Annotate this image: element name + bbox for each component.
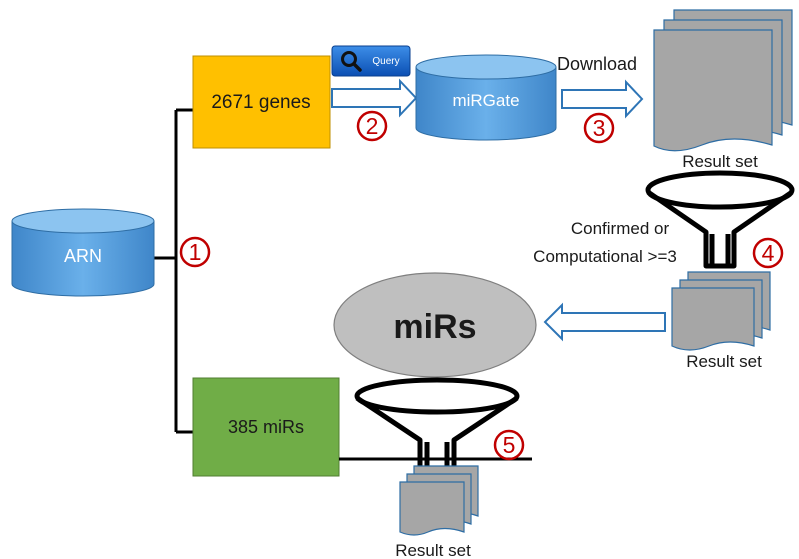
step-4-number: 4 <box>762 240 775 266</box>
download-label: Download <box>557 54 637 74</box>
connector-tree <box>154 108 193 434</box>
step-3-marker: 3 <box>583 112 615 144</box>
filter-label-line-1: Confirmed or <box>571 219 670 238</box>
step-4-marker: 4 <box>752 237 784 269</box>
arrow-mirgate-to-results <box>561 79 644 119</box>
step-5-marker: 5 <box>493 429 525 461</box>
step-2-marker: 2 <box>356 110 388 142</box>
step-1-number: 1 <box>189 239 202 265</box>
funnel-bottom <box>354 377 520 479</box>
result-set-bottom-docs <box>399 465 479 536</box>
mirs-label: miRs <box>393 308 476 346</box>
mirs-385-box: 385 miRs <box>192 377 340 477</box>
arrow-genes-to-mirgate <box>331 78 418 118</box>
funnel-top <box>645 170 795 269</box>
result-set-mid-label: Result set <box>686 352 762 371</box>
arrow-results-to-mirs <box>543 302 666 342</box>
arn-label: ARN <box>64 246 102 266</box>
mirgate-database: miRGate <box>415 54 557 141</box>
result-set-top-label: Result set <box>682 152 758 171</box>
query-label: Query <box>372 56 399 67</box>
genes-label: 2671 genes <box>211 92 310 113</box>
step-3-number: 3 <box>593 115 606 141</box>
mirs-385-label: 385 miRs <box>228 417 304 437</box>
filter-label-line-2: Computational >=3 <box>533 247 677 266</box>
step-2-number: 2 <box>366 113 379 139</box>
result-set-top-docs <box>653 9 793 152</box>
result-set-bottom-label: Result set <box>395 541 471 559</box>
step-5-number: 5 <box>503 432 516 458</box>
result-set-mid-docs <box>671 271 771 351</box>
mirs-result-node: miRs <box>333 272 537 378</box>
search-icon <box>341 51 362 72</box>
mirgate-label: miRGate <box>452 91 519 110</box>
arn-database: ARN <box>11 208 155 297</box>
query-button[interactable]: Query <box>331 45 411 77</box>
genes-box: 2671 genes <box>192 55 331 149</box>
step-1-marker: 1 <box>179 236 211 268</box>
